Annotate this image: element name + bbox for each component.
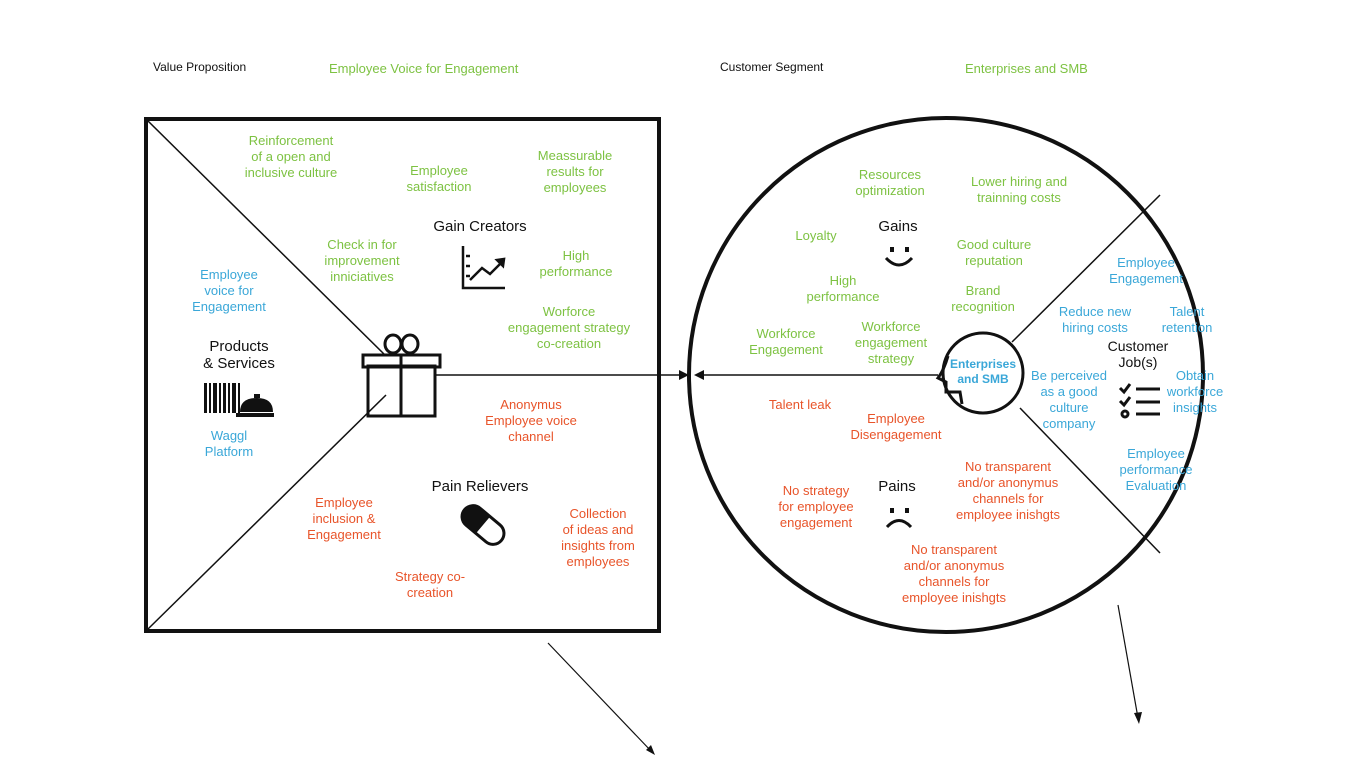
pains-title: Pains	[878, 478, 916, 495]
gain-creator-item: Reinforcement of a open and inclusive cu…	[244, 133, 338, 180]
pain-item: No transparent and/or anonymus channels …	[955, 459, 1061, 522]
customer-profile-circle	[687, 116, 1205, 634]
circle-divider-top	[1011, 194, 1161, 343]
pain-item: No transparent and/or anonymus channels …	[901, 542, 1007, 605]
pain-reliever-item: Strategy co- creation	[394, 569, 466, 600]
growth-chart-icon	[461, 246, 506, 290]
arrow-bottom-left-head	[646, 745, 655, 755]
gain-item: High performance	[806, 273, 880, 304]
gain-item: Workforce Engagement	[749, 326, 823, 357]
barcode-service-icon	[204, 383, 274, 417]
pain-item: Talent leak	[768, 397, 832, 412]
gain-item: Workforce engagement strategy	[854, 319, 928, 366]
customer-segment-title: Enterprises and SMB	[965, 61, 1088, 76]
gain-creators-title: Gain Creators	[433, 218, 527, 235]
frown-icon	[885, 508, 913, 529]
gain-creator-item: Employee satisfaction	[406, 163, 472, 194]
arrow-left-head	[694, 370, 704, 380]
gain-creator-item: Check in for improvement inniciatives	[324, 237, 400, 284]
customer-segment-center-label: Enterprises and SMB	[949, 357, 1017, 386]
gain-item: Lower hiring and trainning costs	[970, 174, 1068, 205]
gain-item: Loyalty	[795, 228, 837, 243]
pill-icon	[460, 504, 506, 546]
value-proposition-title: Employee Voice for Engagement	[329, 61, 519, 76]
pain-item: Employee Disengagement	[850, 411, 942, 442]
customer-center-circle	[941, 331, 1025, 415]
head-profile-icon	[935, 355, 964, 405]
customer-job-item: Be perceived as a good culture company	[1031, 368, 1107, 431]
customer-job-item: Talent retention	[1161, 304, 1213, 335]
checklist-icon	[1118, 383, 1160, 419]
customer-segment-label: Customer Segment	[720, 60, 824, 74]
value-map-diagonal-bottom	[147, 394, 387, 630]
pain-relievers-title: Pain Relievers	[431, 478, 529, 495]
gain-creator-item: Meassurable results for employees	[537, 148, 613, 195]
customer-job-item: Obtain workforce insights	[1166, 368, 1224, 415]
pain-reliever-item: Employee inclusion & Engagement	[307, 495, 381, 542]
smile-icon	[884, 247, 914, 267]
arrow-bottom-right	[1117, 604, 1139, 719]
product-item: Employee voice for Engagement	[192, 267, 266, 314]
gain-item: Resources optimization	[855, 167, 925, 198]
product-item: Waggl Platform	[204, 428, 254, 459]
arrow-right-head	[679, 370, 689, 380]
gain-creator-item: High performance	[539, 248, 613, 279]
gift-icon	[361, 333, 442, 418]
products-services-title: Products & Services	[203, 338, 275, 372]
customer-jobs-title: Customer Job(s)	[1107, 338, 1169, 370]
value-proposition-label: Value Proposition	[153, 60, 247, 74]
pain-reliever-item: Collection of ideas and insights from em…	[561, 506, 635, 569]
gain-item: Good culture reputation	[956, 237, 1032, 268]
customer-job-item: Employee performance Evaluation	[1119, 446, 1193, 493]
customer-job-item: Reduce new hiring costs	[1058, 304, 1132, 335]
circle-divider-bottom	[1019, 407, 1161, 554]
customer-job-item: Employee Engagement	[1109, 255, 1183, 286]
gain-item: Brand recognition	[951, 283, 1015, 314]
gain-creator-item: Worforce engagement strategy co-creation	[507, 304, 631, 351]
arrow-bottom-left	[547, 642, 653, 753]
pain-item: No strategy for employee engagement	[778, 483, 854, 530]
value-map-diagonal-top	[147, 120, 387, 357]
pain-reliever-item: Anonymus Employee voice channel	[485, 397, 577, 444]
gains-title: Gains	[878, 218, 918, 235]
arrow-bottom-right-head	[1134, 712, 1142, 724]
